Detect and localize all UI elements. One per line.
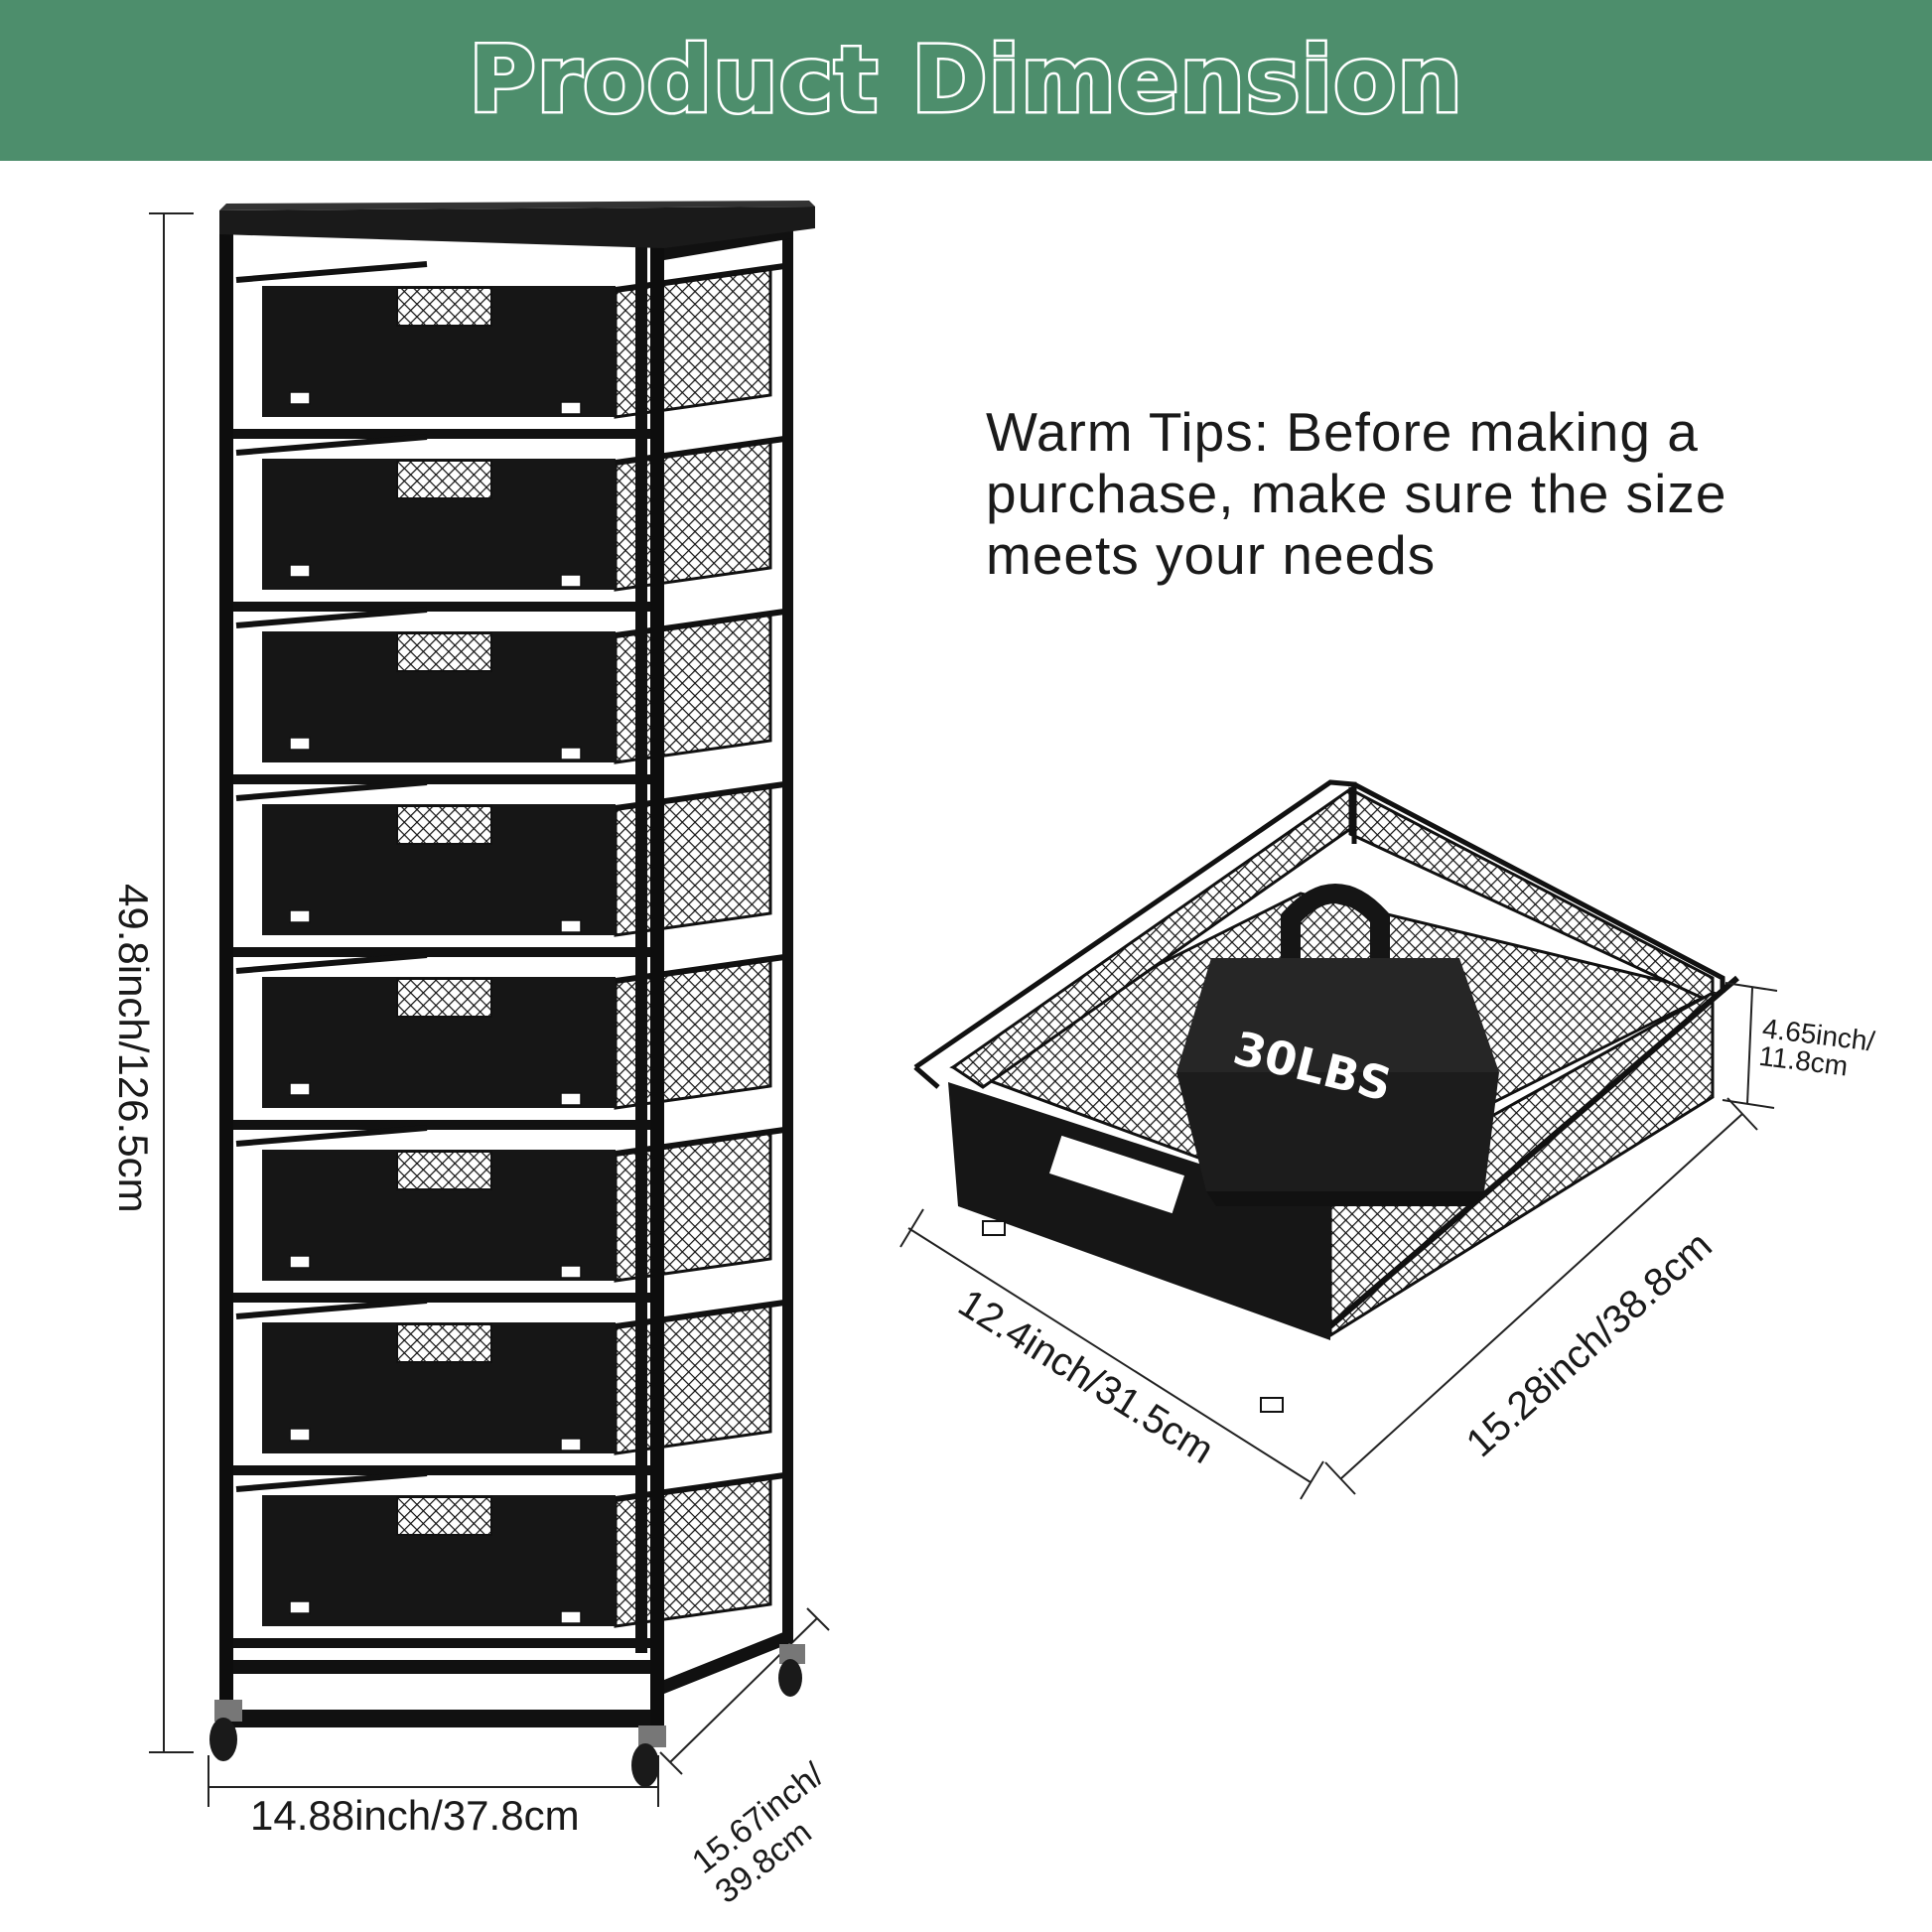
- drawer-width-dimension-line: [899, 1208, 1324, 1500]
- cabinet-height-dimension-line: [149, 212, 194, 1753]
- cabinet-depth-dimension-line: [659, 1607, 830, 1775]
- mesh-drawer: 30LBS: [913, 779, 1739, 1413]
- cabinet-drawer: [233, 1470, 785, 1648]
- cabinet-width-label: 14.88inch/37.8cm: [250, 1792, 580, 1839]
- cabinet-drawer: [233, 1298, 785, 1475]
- cabinet-drawer: [233, 434, 785, 612]
- cabinet-drawer: [233, 607, 785, 784]
- page-title: Product Dimension: [467, 25, 1465, 136]
- cabinet-drawer: [233, 952, 785, 1130]
- caster-wheels: [209, 1644, 805, 1787]
- drawer-depth-dimension-line: [1324, 1097, 1758, 1495]
- header-banner: [0, 0, 1932, 161]
- cabinet-drawer: [233, 261, 785, 439]
- cabinet-drawer: [233, 1125, 785, 1303]
- storage-cabinet: [209, 201, 815, 1787]
- cabinet-drawer: [233, 779, 785, 957]
- warm-tips-text: Warm Tips: Before making a purchase, mak…: [986, 401, 1727, 586]
- cabinet-height-label: 49.8inch/126.5cm: [110, 884, 157, 1213]
